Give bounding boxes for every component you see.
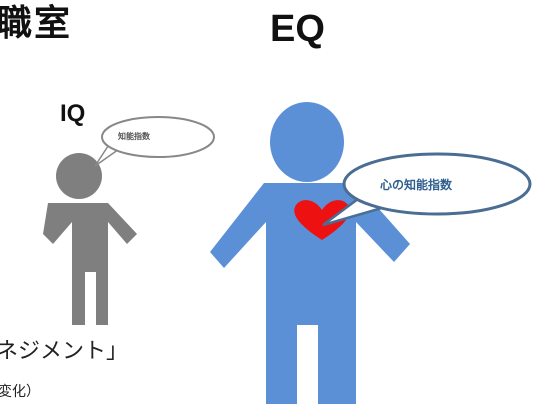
eq-speech-bubble <box>322 152 532 227</box>
eq-bubble-text: 心の知能指数 <box>380 178 453 192</box>
eq-person-body <box>210 183 410 404</box>
eq-label: EQ <box>270 8 325 50</box>
iq-speech-bubble <box>94 116 215 167</box>
title-fragment: 職室 <box>0 3 73 44</box>
eq-person-figure <box>210 102 410 404</box>
iq-bubble-text: 知能指数 <box>118 131 150 141</box>
iq-person-body <box>43 203 137 325</box>
iq-person-head <box>56 153 102 199</box>
eq-person-head <box>270 102 344 182</box>
iq-person-figure <box>43 153 137 325</box>
change-text-fragment: 変化） <box>0 384 40 400</box>
eq-bubble-ellipse <box>342 152 532 216</box>
iq-label: IQ <box>60 100 86 127</box>
heart-icon <box>294 200 350 240</box>
management-text-fragment: ネジメント」 <box>0 339 129 364</box>
iq-bubble-ellipse <box>101 116 215 158</box>
